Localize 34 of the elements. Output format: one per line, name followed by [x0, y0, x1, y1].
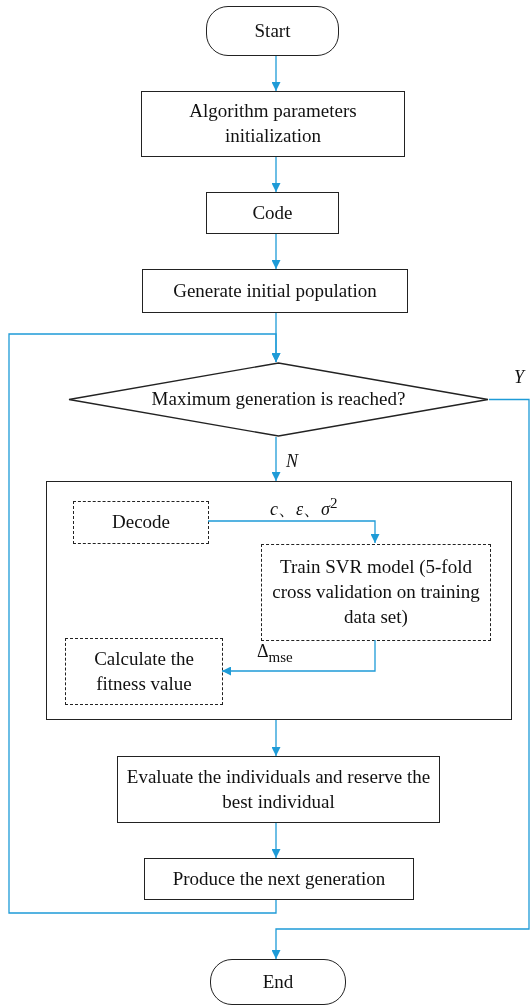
node-text: Train SVR model (5-fold cross validation on training data set) — [271, 555, 481, 629]
node-text: Code — [252, 200, 293, 225]
arrow — [271, 398, 530, 960]
arrow — [271, 719, 281, 757]
process-box — [206, 192, 339, 234]
terminal-box — [206, 6, 339, 56]
node-text: Start — [254, 18, 291, 43]
process-box — [141, 91, 405, 157]
group-box — [46, 481, 512, 720]
node-text: Maximum generation is reached? — [151, 387, 406, 412]
decision-diamond — [68, 362, 489, 437]
process-box — [142, 269, 408, 313]
process-box — [261, 544, 491, 641]
node-text: Algorithm parameters initialization — [188, 99, 358, 148]
node-text: Decode — [112, 510, 170, 535]
node-text: Calculate the fitness value — [93, 646, 195, 696]
arrow — [271, 822, 281, 859]
process-box — [65, 638, 223, 705]
process-box — [73, 501, 209, 544]
arrow — [8, 333, 281, 914]
arrow — [271, 55, 281, 92]
terminal-box — [210, 959, 346, 1005]
node-text: Generate initial population — [173, 278, 377, 303]
arrow — [207, 520, 380, 544]
arrow — [221, 639, 376, 676]
process-box — [117, 756, 440, 823]
edge-label: c、ε、σ$^{2}$ — [268, 495, 340, 520]
node-text: End — [262, 969, 294, 994]
arrow — [271, 436, 281, 482]
process-box — [144, 858, 414, 900]
node-text: Evaluate the individuals and reserve the best individual — [125, 764, 432, 814]
node-text: Produce the next generation — [172, 866, 386, 891]
arrow — [271, 156, 281, 193]
arrow — [271, 233, 281, 270]
